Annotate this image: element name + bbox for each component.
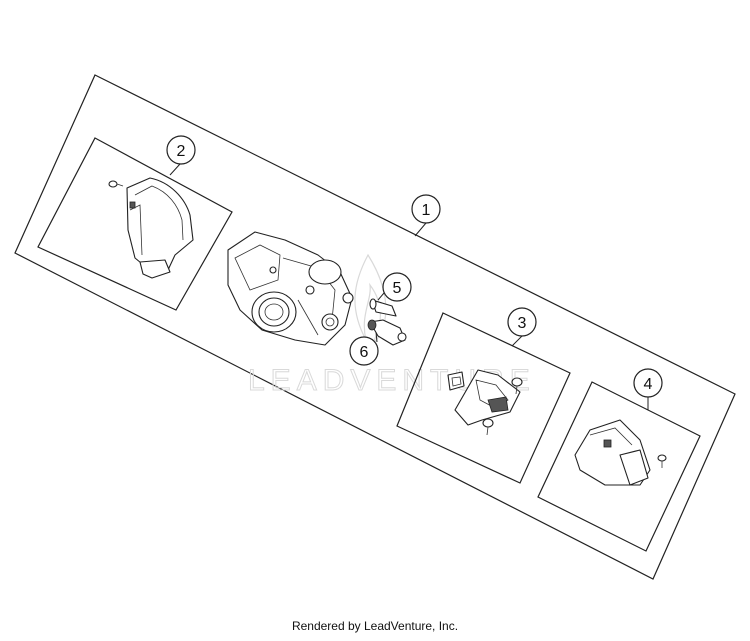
callout-6: 6: [349, 336, 379, 366]
leader-line-1: [414, 222, 427, 237]
svg-text:3: 3: [518, 315, 527, 332]
svg-text:1: 1: [422, 202, 431, 219]
connector-icon: [447, 371, 465, 391]
leader-line-2: [169, 163, 181, 176]
leader-line-6: [375, 331, 378, 343]
screw-icon: [482, 418, 494, 436]
sensor-housing-part: [574, 419, 667, 486]
watermark-flame-icon: [354, 253, 387, 346]
screw-icon: [657, 454, 667, 468]
screw-icon: [108, 180, 124, 188]
callout-1: 1: [411, 194, 441, 224]
callout-4: 4: [633, 368, 663, 398]
footer-credit: Rendered by LeadVenture, Inc.: [291, 619, 459, 633]
callout-2: 2: [166, 135, 196, 165]
sensor-part: [447, 369, 523, 436]
svg-text:5: 5: [393, 280, 402, 297]
frame-item-3: [396, 312, 571, 484]
fitting-part-5: [369, 298, 397, 317]
fitting-part-6: [367, 319, 407, 346]
svg-text:6: 6: [360, 344, 369, 361]
screw-icon: [511, 377, 523, 395]
callout-5: 5: [382, 272, 412, 302]
assembly-frame: [14, 74, 736, 580]
leader-line-3: [511, 335, 523, 347]
svg-text:2: 2: [177, 143, 186, 160]
frame-item-4: [537, 381, 701, 552]
frame-item-2: [37, 137, 233, 311]
throttle-body-part: [227, 231, 354, 346]
svg-text:4: 4: [644, 376, 653, 393]
cover-part: [108, 177, 194, 279]
callout-3: 3: [507, 307, 537, 337]
leader-line-5: [377, 292, 385, 301]
